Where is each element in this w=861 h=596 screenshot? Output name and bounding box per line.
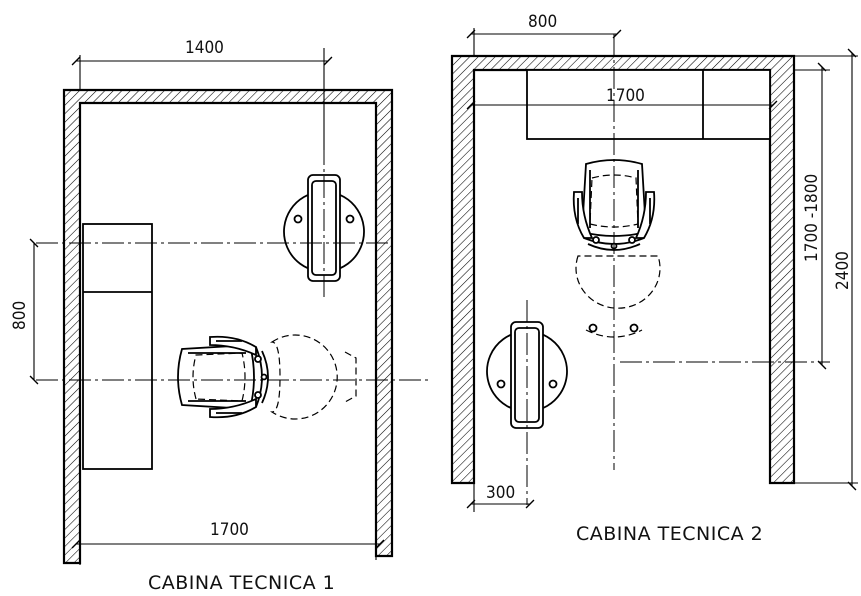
cabin-2-title: CABINA TECNICA 2 [576, 523, 763, 545]
cabin-1-desk [82, 223, 153, 470]
cabin-2-dim-right-inner: 1700 -1800 [802, 174, 822, 262]
cabin-1-dim-left: 800 [10, 301, 30, 330]
cabin-2-dim-inner: 1700 [606, 86, 645, 106]
cabin-2: 800 1700 1700 -1800 2400 300 CABINA TECN… [450, 12, 858, 545]
cabin-2-dim-bottom: 300 [486, 483, 515, 503]
cabin-2-dim-right-outer: 2400 [833, 251, 853, 290]
cabin-1: 1400 800 1700 CABINA TECNICA 1 [10, 38, 430, 594]
cabin-1-title: CABINA TECNICA 1 [148, 572, 335, 594]
cabin-1-dim-bottom: 1700 [210, 520, 249, 540]
cabin-1-dim-top: 1400 [185, 38, 224, 58]
cabin-2-dim-top: 800 [528, 12, 557, 32]
cabin-1-wall [62, 88, 394, 565]
cabin-1-chair [177, 335, 269, 419]
